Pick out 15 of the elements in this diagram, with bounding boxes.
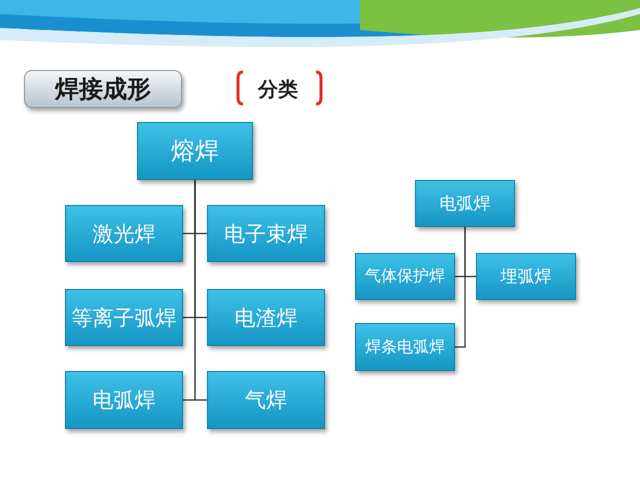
process-box: 埋弧焊: [476, 253, 576, 300]
process-box: 气焊: [207, 371, 325, 429]
process-box: 等离子弧焊: [65, 289, 183, 346]
section-label: 分类: [258, 76, 298, 103]
process-box: 熔焊: [137, 122, 253, 180]
process-box: 电弧焊: [65, 371, 183, 429]
process-box: 电弧焊: [415, 180, 515, 227]
connector-line: [194, 180, 207, 401]
process-box: 电子束焊: [207, 205, 325, 262]
process-box: 气体保护焊: [355, 253, 455, 300]
connector-line: [455, 227, 466, 348]
process-box: 焊条电弧焊: [355, 323, 455, 371]
process-box: 电渣焊: [207, 289, 325, 346]
heading-box: 焊接成形: [24, 70, 182, 108]
process-box: 激光焊: [65, 205, 183, 262]
